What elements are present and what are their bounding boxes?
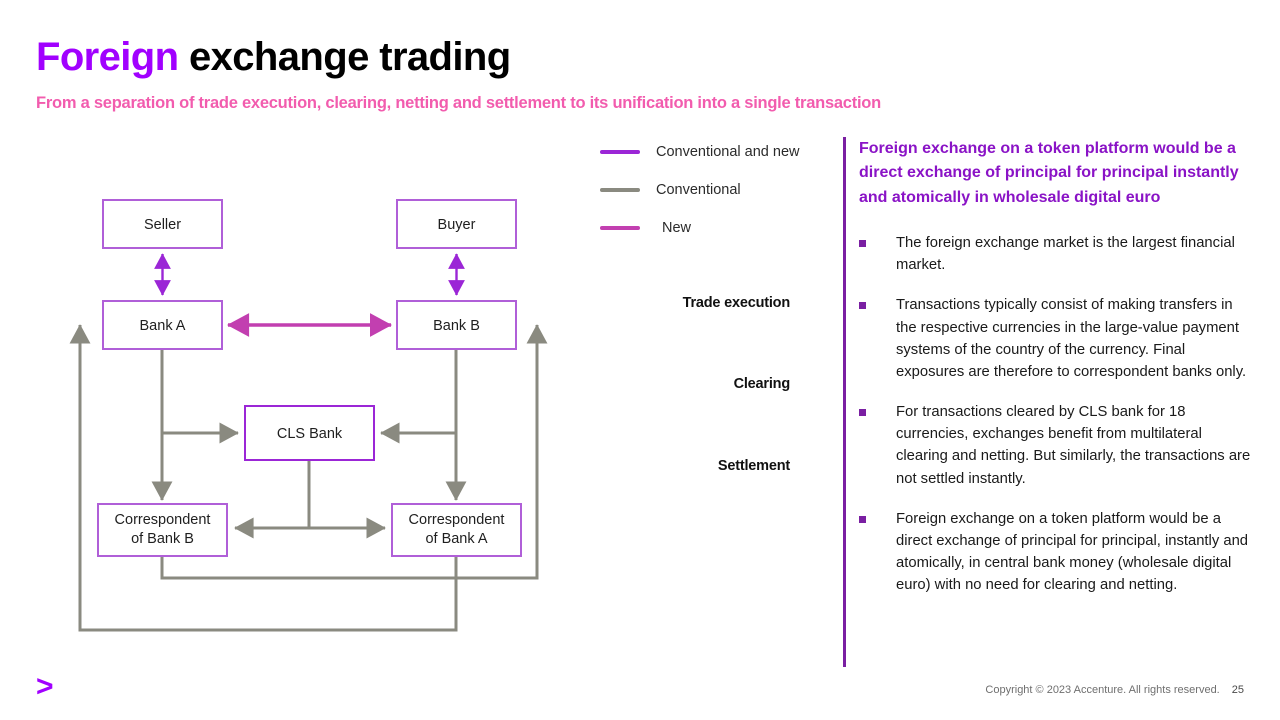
page-title-plain: exchange trading	[178, 35, 511, 79]
stage-labels: Trade execution Clearing Settlement	[600, 295, 791, 474]
bullet-text: Foreign exchange on a token platform wou…	[896, 510, 1249, 594]
stage-label-clearing: Clearing	[733, 376, 791, 392]
diagram-legend: Conventional and new Conventional New	[600, 133, 840, 247]
bullet-text: Transactions typically consist of making…	[896, 297, 1247, 380]
legend-item-conventional: Conventional	[600, 171, 840, 209]
list-item: Foreign exchange on a token platform wou…	[859, 508, 1255, 597]
legend-swatch-conventional	[600, 188, 640, 192]
legend-label-conventional-and-new: Conventional and new	[656, 144, 800, 160]
list-item: For transactions cleared by CLS bank for…	[859, 401, 1255, 490]
node-correspondent-bank-b-label-line1: Correspondent	[115, 512, 211, 528]
insight-panel: Foreign exchange on a token platform wou…	[843, 137, 1255, 667]
page-title: Foreign exchange trading	[36, 36, 511, 78]
legend-label-new: New	[662, 220, 692, 236]
node-cls-bank-label: CLS Bank	[277, 426, 343, 442]
conventional-and-new-connectors	[154, 253, 465, 296]
legend-label-conventional: Conventional	[656, 182, 741, 198]
node-bank-a: Bank A	[102, 300, 223, 350]
conventional-connectors	[69, 324, 548, 632]
bullet-square-icon	[859, 409, 866, 417]
bullet-text: The foreign exchange market is the large…	[896, 234, 1235, 274]
legend-swatch-new	[600, 226, 640, 230]
page-number: 25	[1231, 684, 1244, 696]
fx-flow-diagram: Seller Buyer Bank A Bank B CLS Bank Corr…	[69, 199, 548, 632]
legend-swatch-conventional-and-new	[600, 150, 640, 154]
bullet-text: For transactions cleared by CLS bank for…	[896, 404, 1251, 487]
copyright-text: Copyright © 2023 Accenture. All rights r…	[985, 684, 1220, 696]
node-bank-b: Bank B	[396, 300, 517, 350]
node-buyer-label: Buyer	[438, 217, 476, 233]
footer: Copyright © 2023 Accenture. All rights r…	[985, 684, 1244, 696]
page-title-accent: Foreign	[36, 35, 179, 79]
node-correspondent-bank-a-label-line2: of Bank A	[425, 531, 487, 547]
connector-corr-a-return-bank-a	[69, 324, 458, 632]
bullet-square-icon	[859, 302, 866, 310]
connector-corr-b-return-bank-b	[160, 324, 548, 580]
bullet-square-icon	[859, 515, 866, 523]
node-bank-a-label: Bank A	[140, 318, 186, 334]
list-item: Transactions typically consist of making…	[859, 294, 1255, 383]
node-cls-bank: CLS Bank	[244, 405, 375, 461]
stage-label-trade-execution: Trade execution	[682, 295, 791, 311]
node-correspondent-bank-b-label-line2: of Bank B	[131, 531, 194, 547]
stage-label-settlement: Settlement	[717, 458, 790, 474]
page-subtitle: From a separation of trade execution, cl…	[36, 94, 881, 112]
node-correspondent-bank-b: Correspondent of Bank B	[97, 503, 228, 557]
node-seller: Seller	[102, 199, 223, 249]
node-bank-b-label: Bank B	[433, 318, 480, 334]
legend-item-new: New	[600, 209, 840, 247]
node-buyer: Buyer	[396, 199, 517, 249]
bullet-square-icon	[859, 239, 866, 247]
list-item: The foreign exchange market is the large…	[859, 232, 1255, 276]
node-seller-label: Seller	[144, 217, 181, 233]
node-correspondent-bank-a: Correspondent of Bank A	[391, 503, 522, 557]
insight-panel-heading: Foreign exchange on a token platform wou…	[859, 140, 1239, 206]
node-correspondent-bank-a-label-line1: Correspondent	[409, 512, 505, 528]
accenture-chevron-logo: >	[36, 670, 54, 703]
legend-item-conventional-and-new: Conventional and new	[600, 133, 840, 171]
